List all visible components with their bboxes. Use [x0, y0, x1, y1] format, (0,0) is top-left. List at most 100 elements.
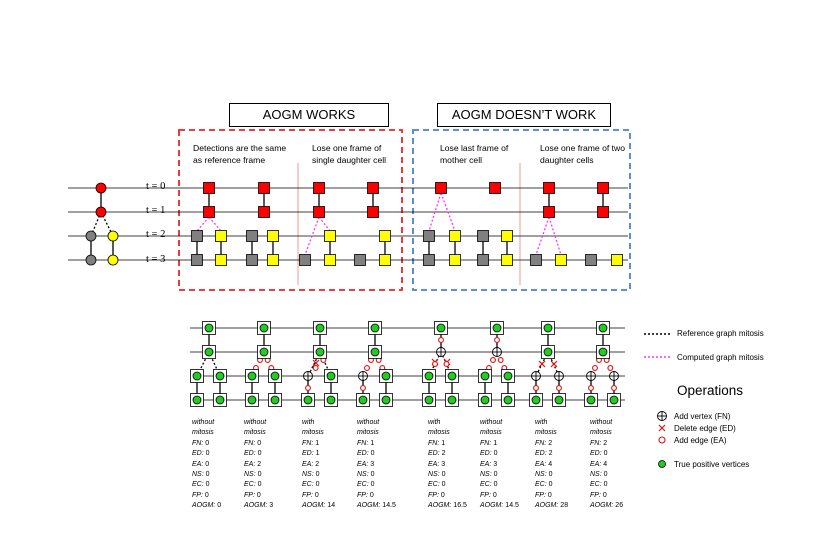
metric-row: ED: 2: [428, 449, 490, 459]
computed-mother-node: [597, 206, 609, 218]
computed-daughter-node: [379, 254, 391, 266]
metric-value: 0: [315, 481, 320, 489]
metric-key: AOGM:: [192, 502, 216, 510]
metric-key: FN:: [480, 439, 492, 447]
true-positive-node: [554, 395, 564, 405]
metric-row: NS: 0: [480, 470, 542, 480]
metric-row: NS: 0: [428, 470, 490, 480]
ref-daughter-node: [85, 230, 97, 242]
computed-mitosis-edge: [428, 192, 442, 232]
true-positive-node: [598, 323, 608, 333]
metric-row: EA: 4: [590, 460, 652, 470]
metric-value: 0: [493, 471, 498, 479]
metric-row: AOGM: 14: [302, 501, 364, 511]
metric-row: FP: 0: [357, 491, 419, 501]
computed-mother-node: [367, 182, 379, 194]
metric-value: 0: [217, 502, 222, 510]
add-edge-marker: [443, 361, 450, 367]
metric-key: EA:: [302, 460, 314, 468]
metric-value: 0: [603, 481, 608, 489]
metric-row: FP: 0: [590, 491, 652, 501]
computed-daughter-node: [299, 254, 311, 266]
metric-value: 14.5: [505, 502, 519, 510]
true-positive-node: [215, 395, 225, 405]
add-edge-icon: [556, 385, 562, 391]
metric-row: FN: 0: [244, 439, 306, 449]
delete-edge-marker-b: [312, 359, 320, 367]
operations-title: Operations: [677, 383, 744, 398]
metric-row: FN: 2: [590, 439, 652, 449]
metric-row: FN: 0: [192, 439, 254, 449]
add-edge-icon: [588, 385, 594, 391]
metric-row: EC: 0: [192, 480, 254, 490]
true-positive-node: [303, 395, 313, 405]
computed-mother-node: [367, 206, 379, 218]
metric-row: ED: 2: [535, 449, 597, 459]
metric-row: AOGM: 28: [535, 501, 597, 511]
computed-mitosis-edge: [535, 216, 550, 256]
legend-true-positive-label: True positive vertices: [674, 460, 750, 469]
metric-value: 2: [603, 439, 608, 447]
metric-key: ED:: [428, 450, 440, 458]
computed-daughter-node: [423, 230, 435, 242]
metric-value: 0: [370, 471, 375, 479]
metric-value: 0: [369, 491, 374, 499]
metric-row: ED: 0: [590, 449, 652, 459]
add-edge-marker: [432, 361, 438, 367]
true-positive-node: [480, 371, 490, 381]
metric-key: EA:: [535, 460, 547, 468]
aogm-works-header: AOGM WORKS: [229, 103, 389, 127]
metric-value: 2: [315, 460, 320, 468]
metric-key: NS:: [244, 471, 256, 479]
computed-daughter-node: [324, 254, 336, 266]
metric-key: EC:: [357, 481, 369, 489]
computed-mitosis-edge: [318, 216, 331, 232]
true-positive-node: [370, 347, 380, 357]
delete-edge-marker-b: [538, 360, 546, 368]
aogm-doesnt-work-header: AOGM DOESN’T WORK: [437, 103, 611, 127]
true-positive-node: [326, 395, 336, 405]
metric-row: FP: 0: [302, 491, 364, 501]
true-positive-node: [315, 323, 325, 333]
metric-row: EA: 0: [192, 460, 254, 470]
time-label-t3: t = 3: [146, 254, 166, 265]
metric-key: NS:: [535, 471, 547, 479]
metric-heading: mitosis: [428, 429, 450, 437]
metric-value: 0: [205, 450, 210, 458]
metric-value: 1: [315, 439, 320, 447]
computed-daughter-node: [354, 254, 366, 266]
legend-delete-edge-label: Delete edge (ED): [674, 424, 736, 433]
metric-value: 14.5: [382, 502, 396, 510]
computed-mother-node: [435, 182, 447, 194]
caption-lose-last-mother: Lose last frame of mother cell: [440, 143, 509, 165]
metric-key: AOGM:: [428, 502, 452, 510]
metric-heading: mitosis: [590, 429, 612, 437]
time-label-t1: t = 1: [146, 205, 166, 216]
computed-daughter-node: [267, 230, 279, 242]
metric-heading: without: [192, 419, 215, 426]
metric-row: EC: 0: [535, 480, 597, 490]
metric-key: EC:: [244, 481, 256, 489]
metric-heading: without: [590, 419, 613, 426]
metric-row: FP: 0: [192, 491, 254, 501]
computed-daughter-node: [555, 254, 567, 266]
true-positive-node: [247, 371, 257, 381]
computed-daughter-node: [449, 230, 461, 242]
metric-key: EC:: [302, 481, 314, 489]
computed-mother-node: [258, 182, 270, 194]
add-edge-marker: [607, 365, 614, 371]
metric-row: EC: 0: [590, 480, 652, 490]
metric-row: AOGM: 3: [244, 501, 306, 511]
true-positive-node: [247, 395, 257, 405]
metric-value: 0: [441, 481, 446, 489]
metric-key: EA:: [428, 460, 440, 468]
metric-row: ED: 0: [192, 449, 254, 459]
add-edge-marker: [364, 365, 370, 371]
metric-value: 1: [493, 439, 498, 447]
computed-daughter-node: [191, 230, 203, 242]
metric-key: AOGM:: [480, 502, 504, 510]
